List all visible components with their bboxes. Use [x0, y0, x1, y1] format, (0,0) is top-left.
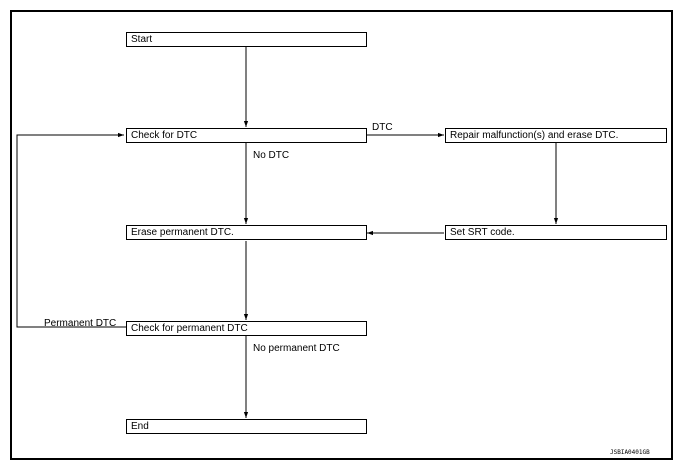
branch-label-no-permanent-dtc: No permanent DTC: [253, 343, 340, 354]
step-end: End: [126, 419, 367, 434]
branch-label-permanent-dtc: Permanent DTC: [44, 318, 117, 329]
diagram-frame: [10, 10, 673, 460]
figure-code: JSBIA0401GB: [610, 449, 650, 456]
step-erase-permanent-dtc: Erase permanent DTC.: [126, 225, 367, 240]
step-check-permanent-dtc: Check for permanent DTC: [126, 321, 367, 336]
branch-label-dtc: DTC: [372, 122, 393, 133]
branch-label-no-dtc: No DTC: [253, 150, 290, 161]
step-check-dtc: Check for DTC: [126, 128, 367, 143]
step-set-srt-code: Set SRT code.: [445, 225, 667, 240]
step-start: Start: [126, 32, 367, 47]
arrow-check-permanent-loop-back: [16, 132, 126, 328]
step-repair-and-erase: Repair malfunction(s) and erase DTC.: [445, 128, 667, 143]
